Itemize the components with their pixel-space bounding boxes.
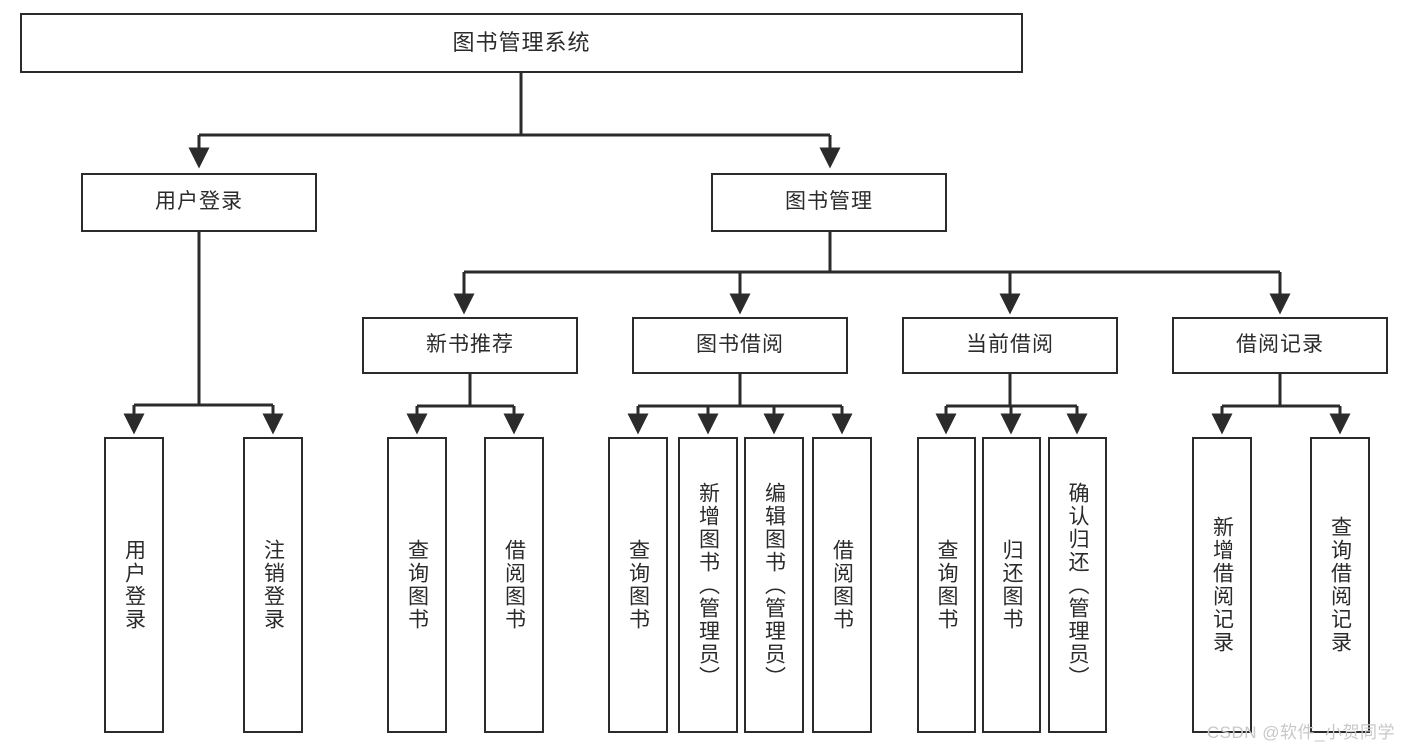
node-leaf-query-book-recommend[interactable]: 查询图书 bbox=[387, 437, 447, 733]
node-label: 查询借阅记录 bbox=[1328, 516, 1352, 654]
node-label: 用户登录 bbox=[155, 190, 243, 214]
node-current-borrow[interactable]: 当前借阅 bbox=[902, 317, 1118, 374]
node-label: 查询图书 bbox=[405, 539, 429, 631]
node-label: 新增借阅记录 bbox=[1210, 516, 1234, 654]
node-leaf-user-login[interactable]: 用户登录 bbox=[104, 437, 164, 733]
node-book-borrow[interactable]: 图书借阅 bbox=[632, 317, 848, 374]
node-label: 归还图书 bbox=[1000, 539, 1023, 631]
node-label: 借阅图书 bbox=[830, 539, 854, 631]
node-label: 确认归还（管理员） bbox=[1066, 481, 1089, 689]
node-label: 借阅图书 bbox=[502, 539, 526, 631]
node-leaf-confirm-return-admin[interactable]: 确认归还（管理员） bbox=[1048, 437, 1107, 733]
node-label: 查询图书 bbox=[935, 539, 958, 631]
node-leaf-query-borrow-record[interactable]: 查询借阅记录 bbox=[1310, 437, 1370, 733]
node-leaf-logout[interactable]: 注销登录 bbox=[243, 437, 303, 733]
node-label: 新书推荐 bbox=[426, 333, 514, 357]
node-label: 新增图书（管理员） bbox=[696, 481, 720, 689]
node-leaf-borrow-book[interactable]: 借阅图书 bbox=[812, 437, 872, 733]
node-leaf-query-book-borrow[interactable]: 查询图书 bbox=[608, 437, 668, 733]
node-label: 编辑图书（管理员） bbox=[762, 481, 786, 689]
watermark-text: CSDN @软件_小贺同学 bbox=[1206, 723, 1395, 742]
node-label: 借阅记录 bbox=[1236, 333, 1324, 357]
node-label: 注销登录 bbox=[261, 539, 285, 631]
node-root-system[interactable]: 图书管理系统 bbox=[20, 13, 1023, 73]
node-leaf-add-book-admin[interactable]: 新增图书（管理员） bbox=[678, 437, 738, 733]
node-leaf-query-book-current[interactable]: 查询图书 bbox=[917, 437, 976, 733]
node-label: 当前借阅 bbox=[966, 333, 1054, 357]
node-leaf-borrow-book-recommend[interactable]: 借阅图书 bbox=[484, 437, 544, 733]
node-new-book-recommend[interactable]: 新书推荐 bbox=[362, 317, 578, 374]
node-borrow-record[interactable]: 借阅记录 bbox=[1172, 317, 1388, 374]
node-user-login[interactable]: 用户登录 bbox=[81, 173, 317, 232]
node-label: 图书管理 bbox=[785, 190, 873, 214]
node-book-management[interactable]: 图书管理 bbox=[711, 173, 947, 232]
node-leaf-edit-book-admin[interactable]: 编辑图书（管理员） bbox=[744, 437, 804, 733]
node-leaf-add-borrow-record[interactable]: 新增借阅记录 bbox=[1192, 437, 1252, 733]
node-label: 用户登录 bbox=[122, 539, 146, 631]
node-label: 图书管理系统 bbox=[452, 30, 591, 56]
node-label: 查询图书 bbox=[626, 539, 650, 631]
node-leaf-return-book[interactable]: 归还图书 bbox=[982, 437, 1041, 733]
node-label: 图书借阅 bbox=[696, 333, 784, 357]
